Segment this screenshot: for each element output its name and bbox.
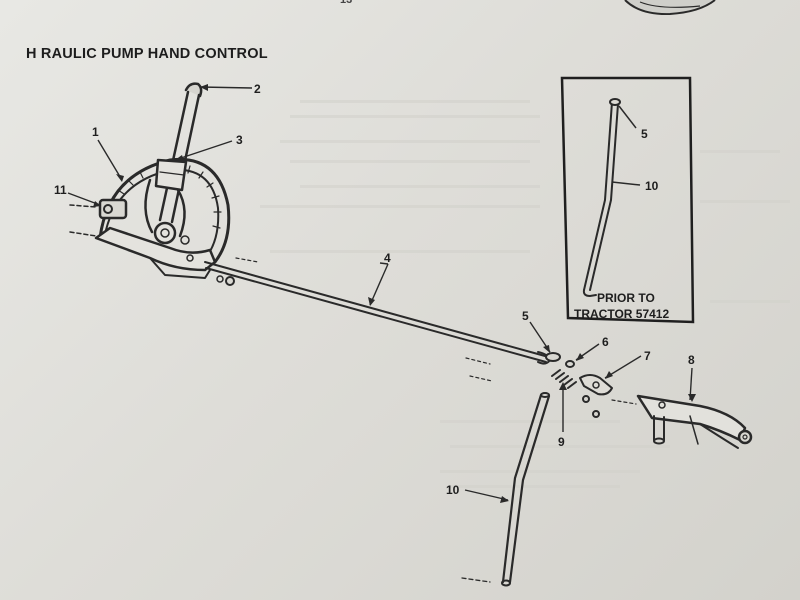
page-number: 13 — [340, 0, 353, 6]
show-through-lines — [260, 100, 790, 488]
inset-label-line1: PRIOR TO — [597, 291, 655, 305]
callout-11: 11 — [54, 183, 67, 197]
page-title: H RAULIC PUMP HAND CONTROL — [26, 46, 268, 62]
partial-part-top-right — [624, 0, 716, 16]
callout-4: 4 — [384, 251, 391, 265]
callout-5: 5 — [522, 309, 529, 323]
pump-arm — [636, 394, 753, 449]
quadrant-assembly — [69, 157, 231, 279]
callout-1: 1 — [92, 125, 99, 139]
callout-10: 10 — [446, 483, 460, 497]
callout-9: 9 — [558, 435, 565, 449]
callout-3: 3 — [236, 133, 243, 147]
inset-box: 5 10 PRIOR TO TRACTOR 57412 — [560, 76, 695, 324]
hand-lever — [144, 82, 203, 238]
callout-2: 2 — [254, 82, 261, 96]
callout-arrowheads — [93, 84, 696, 503]
callout-7: 7 — [644, 349, 651, 363]
inset-callout-5: 5 — [641, 127, 648, 141]
control-rod — [204, 257, 552, 382]
inset-label-line2: TRACTOR 57412 — [574, 307, 669, 321]
linkage-hardware — [545, 352, 637, 418]
inset-callout-10: 10 — [645, 179, 659, 193]
callout-8: 8 — [688, 353, 695, 367]
lower-rod — [461, 392, 551, 587]
callout-6: 6 — [602, 335, 609, 349]
